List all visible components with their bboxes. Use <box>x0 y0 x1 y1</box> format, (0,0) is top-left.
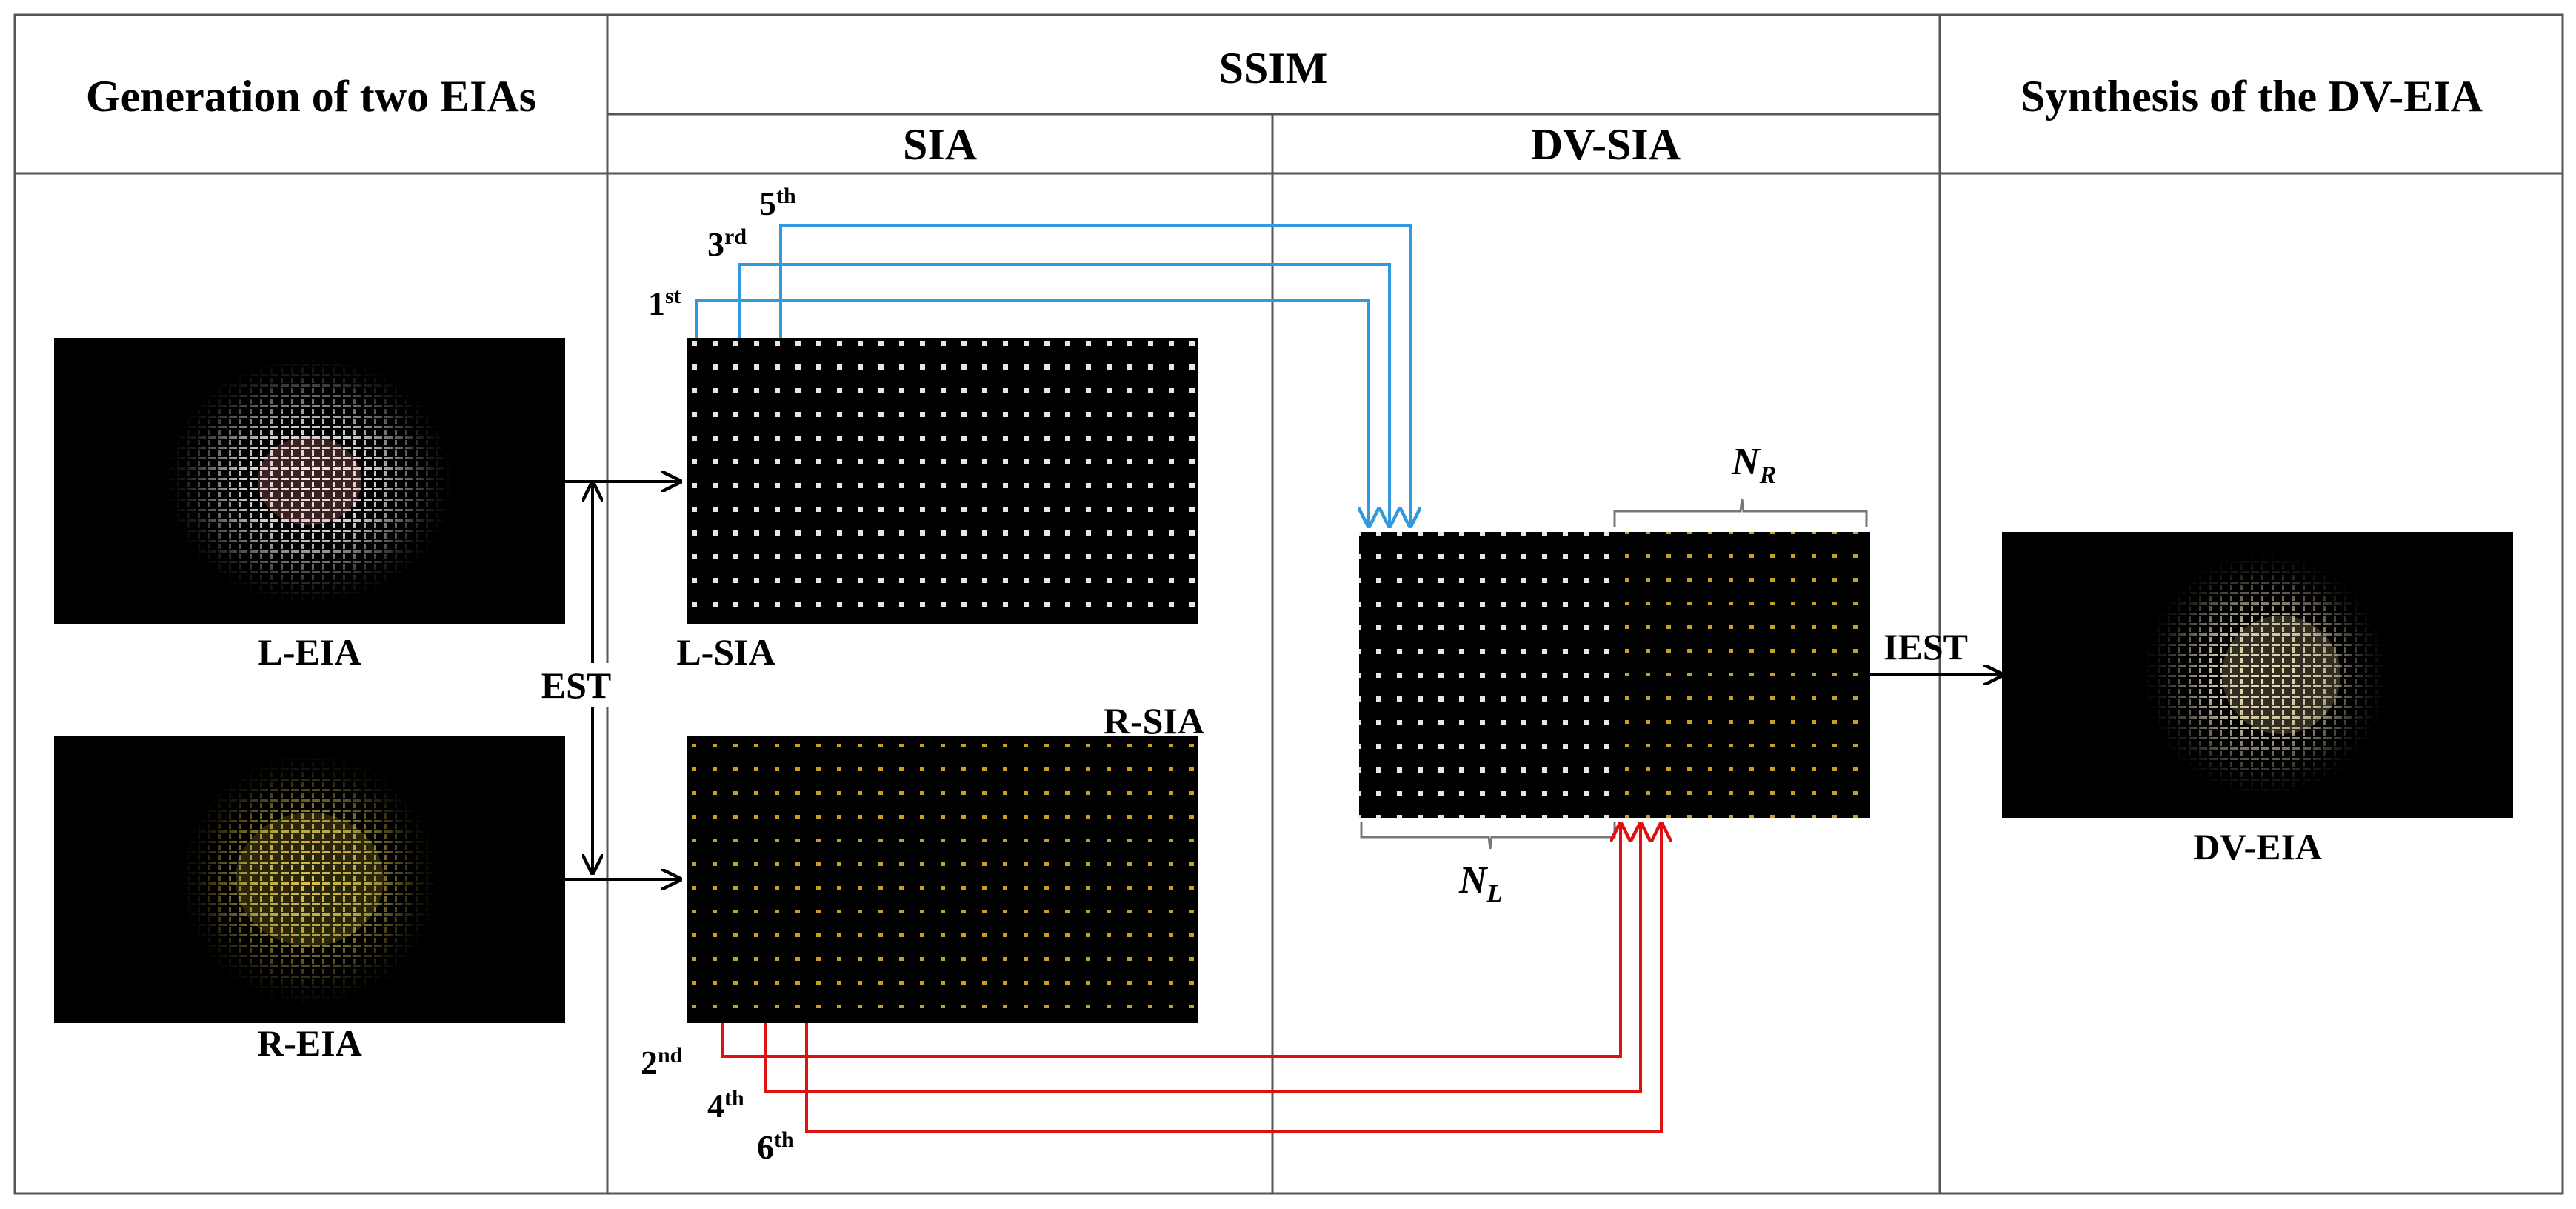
nl-label: NL <box>1458 859 1502 907</box>
nl-label-sub: L <box>1486 880 1503 907</box>
order-6th-num: 6 <box>757 1128 774 1166</box>
nr-label: NR <box>1731 441 1776 489</box>
header-ssim: SSIM <box>1219 44 1328 93</box>
nl-label-base: N <box>1458 859 1489 902</box>
order-label-5th: 5th <box>759 184 796 222</box>
est-label: EST <box>541 665 612 706</box>
order-1st-num: 1 <box>648 284 665 322</box>
order-4th-suffix: th <box>724 1086 744 1110</box>
header-synthesis: Synthesis of the DV-EIA <box>2021 72 2483 121</box>
r-eia-image <box>54 736 565 1023</box>
dv-eia-image <box>2002 532 2513 818</box>
dv-eia-label: DV-EIA <box>2193 826 2322 867</box>
header-generation: Generation of two EIAs <box>86 72 536 121</box>
red-arrow-2nd <box>721 824 1621 1058</box>
r-sia-label: R-SIA <box>1104 700 1204 742</box>
order-1st-suffix: st <box>665 284 681 308</box>
order-5th-num: 5 <box>759 184 776 222</box>
blue-arrows <box>695 224 1410 526</box>
est-label-bg <box>537 663 618 707</box>
order-3rd-num: 3 <box>707 225 724 263</box>
order-label-3rd: 3rd <box>707 224 747 263</box>
order-label-1st: 1st <box>648 284 681 322</box>
order-2nd-suffix: nd <box>658 1043 683 1068</box>
l-eia-image <box>54 338 565 624</box>
nr-label-base: N <box>1731 441 1761 483</box>
red-arrow-6th <box>805 824 1661 1133</box>
table-frame <box>13 13 2564 1195</box>
order-4th-num: 4 <box>707 1087 724 1125</box>
blue-arrow-1st <box>695 299 1369 526</box>
header-dv-sia: DV-SIA <box>1531 120 1681 169</box>
r-eia-label: R-EIA <box>257 1022 362 1064</box>
l-eia-label: L-EIA <box>258 631 361 673</box>
iest-label: IEST <box>1883 626 1968 667</box>
nl-brace <box>1360 822 1616 850</box>
r-sia-image <box>687 736 1198 1023</box>
order-3rd-suffix: rd <box>724 224 747 249</box>
order-label-4th: 4th <box>707 1086 744 1125</box>
order-label-6th: 6th <box>757 1128 794 1166</box>
order-6th-suffix: th <box>774 1128 794 1152</box>
l-sia-image <box>687 338 1198 624</box>
blue-arrow-3rd <box>738 263 1389 526</box>
red-arrows <box>721 824 1661 1133</box>
dv-sia-image <box>1359 532 1870 818</box>
order-label-2nd: 2nd <box>641 1043 683 1082</box>
order-2nd-num: 2 <box>641 1044 658 1082</box>
header-sia: SIA <box>903 120 977 169</box>
order-5th-suffix: th <box>776 184 796 208</box>
nr-label-sub: R <box>1759 462 1777 489</box>
nr-brace <box>1613 499 1868 527</box>
l-sia-label: L-SIA <box>676 631 775 673</box>
red-arrow-4th <box>764 824 1641 1093</box>
blue-arrow-5th <box>779 224 1410 526</box>
